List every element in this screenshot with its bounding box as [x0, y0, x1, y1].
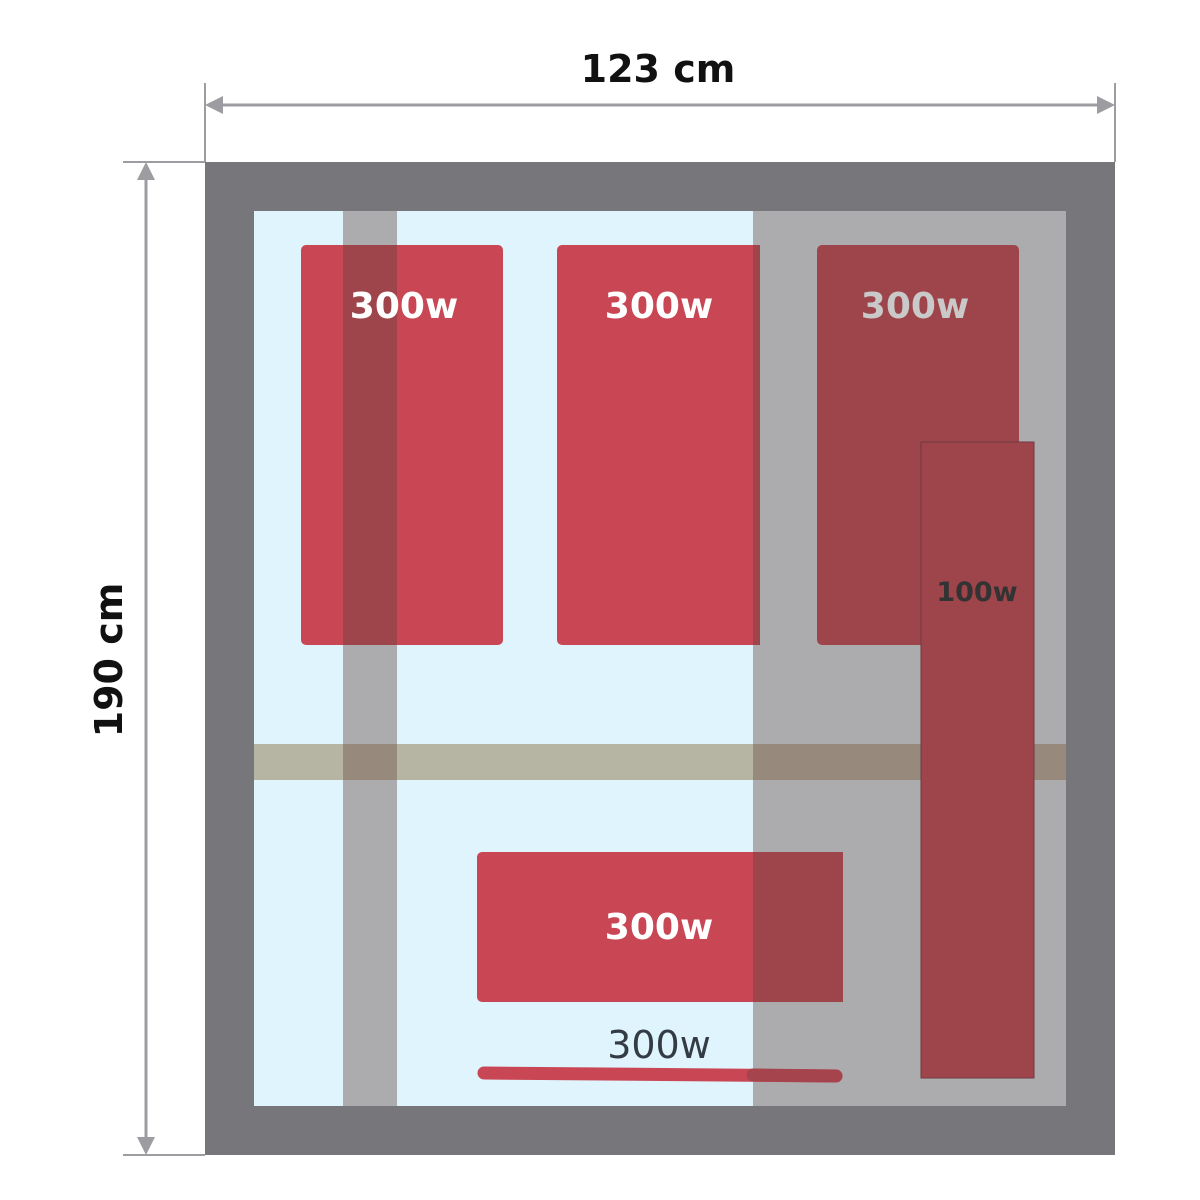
heater-label: 300w — [605, 907, 713, 948]
heater-panel — [920, 441, 1035, 1079]
heater-floor-strip: 300w — [477, 1023, 843, 1083]
height-arrow-bottom — [137, 1137, 155, 1155]
heater-top-center: 300w — [557, 245, 760, 645]
width-arrow-right — [1097, 96, 1115, 114]
floor-strip-shaded — [746, 1068, 843, 1083]
heater-label: 300w — [607, 1023, 711, 1067]
width-arrow-left — [205, 96, 223, 114]
heater-bottom-panel: 300w — [477, 852, 843, 1002]
height-arrow-top — [137, 162, 155, 180]
heater-side-strip: 100w — [920, 441, 1035, 1079]
heater-label: 300w — [350, 286, 458, 327]
heater-label: 300w — [861, 286, 969, 327]
heater-panel — [477, 852, 843, 1002]
bench-overlap-left — [343, 744, 397, 780]
heater-shaded-part — [753, 852, 843, 1002]
heater-label: 300w — [605, 286, 713, 327]
heater-shaded-part — [343, 245, 397, 645]
heater-top-left: 300w — [301, 245, 503, 645]
height-label: 190 cm — [87, 583, 131, 738]
height-dimension: 190 cm — [87, 161, 205, 1156]
heater-panel — [557, 245, 760, 645]
heater-shaded-part — [753, 245, 760, 645]
width-label: 123 cm — [581, 47, 736, 91]
width-dimension: 123 cm — [204, 47, 1116, 162]
heater-label: 100w — [936, 577, 1017, 608]
